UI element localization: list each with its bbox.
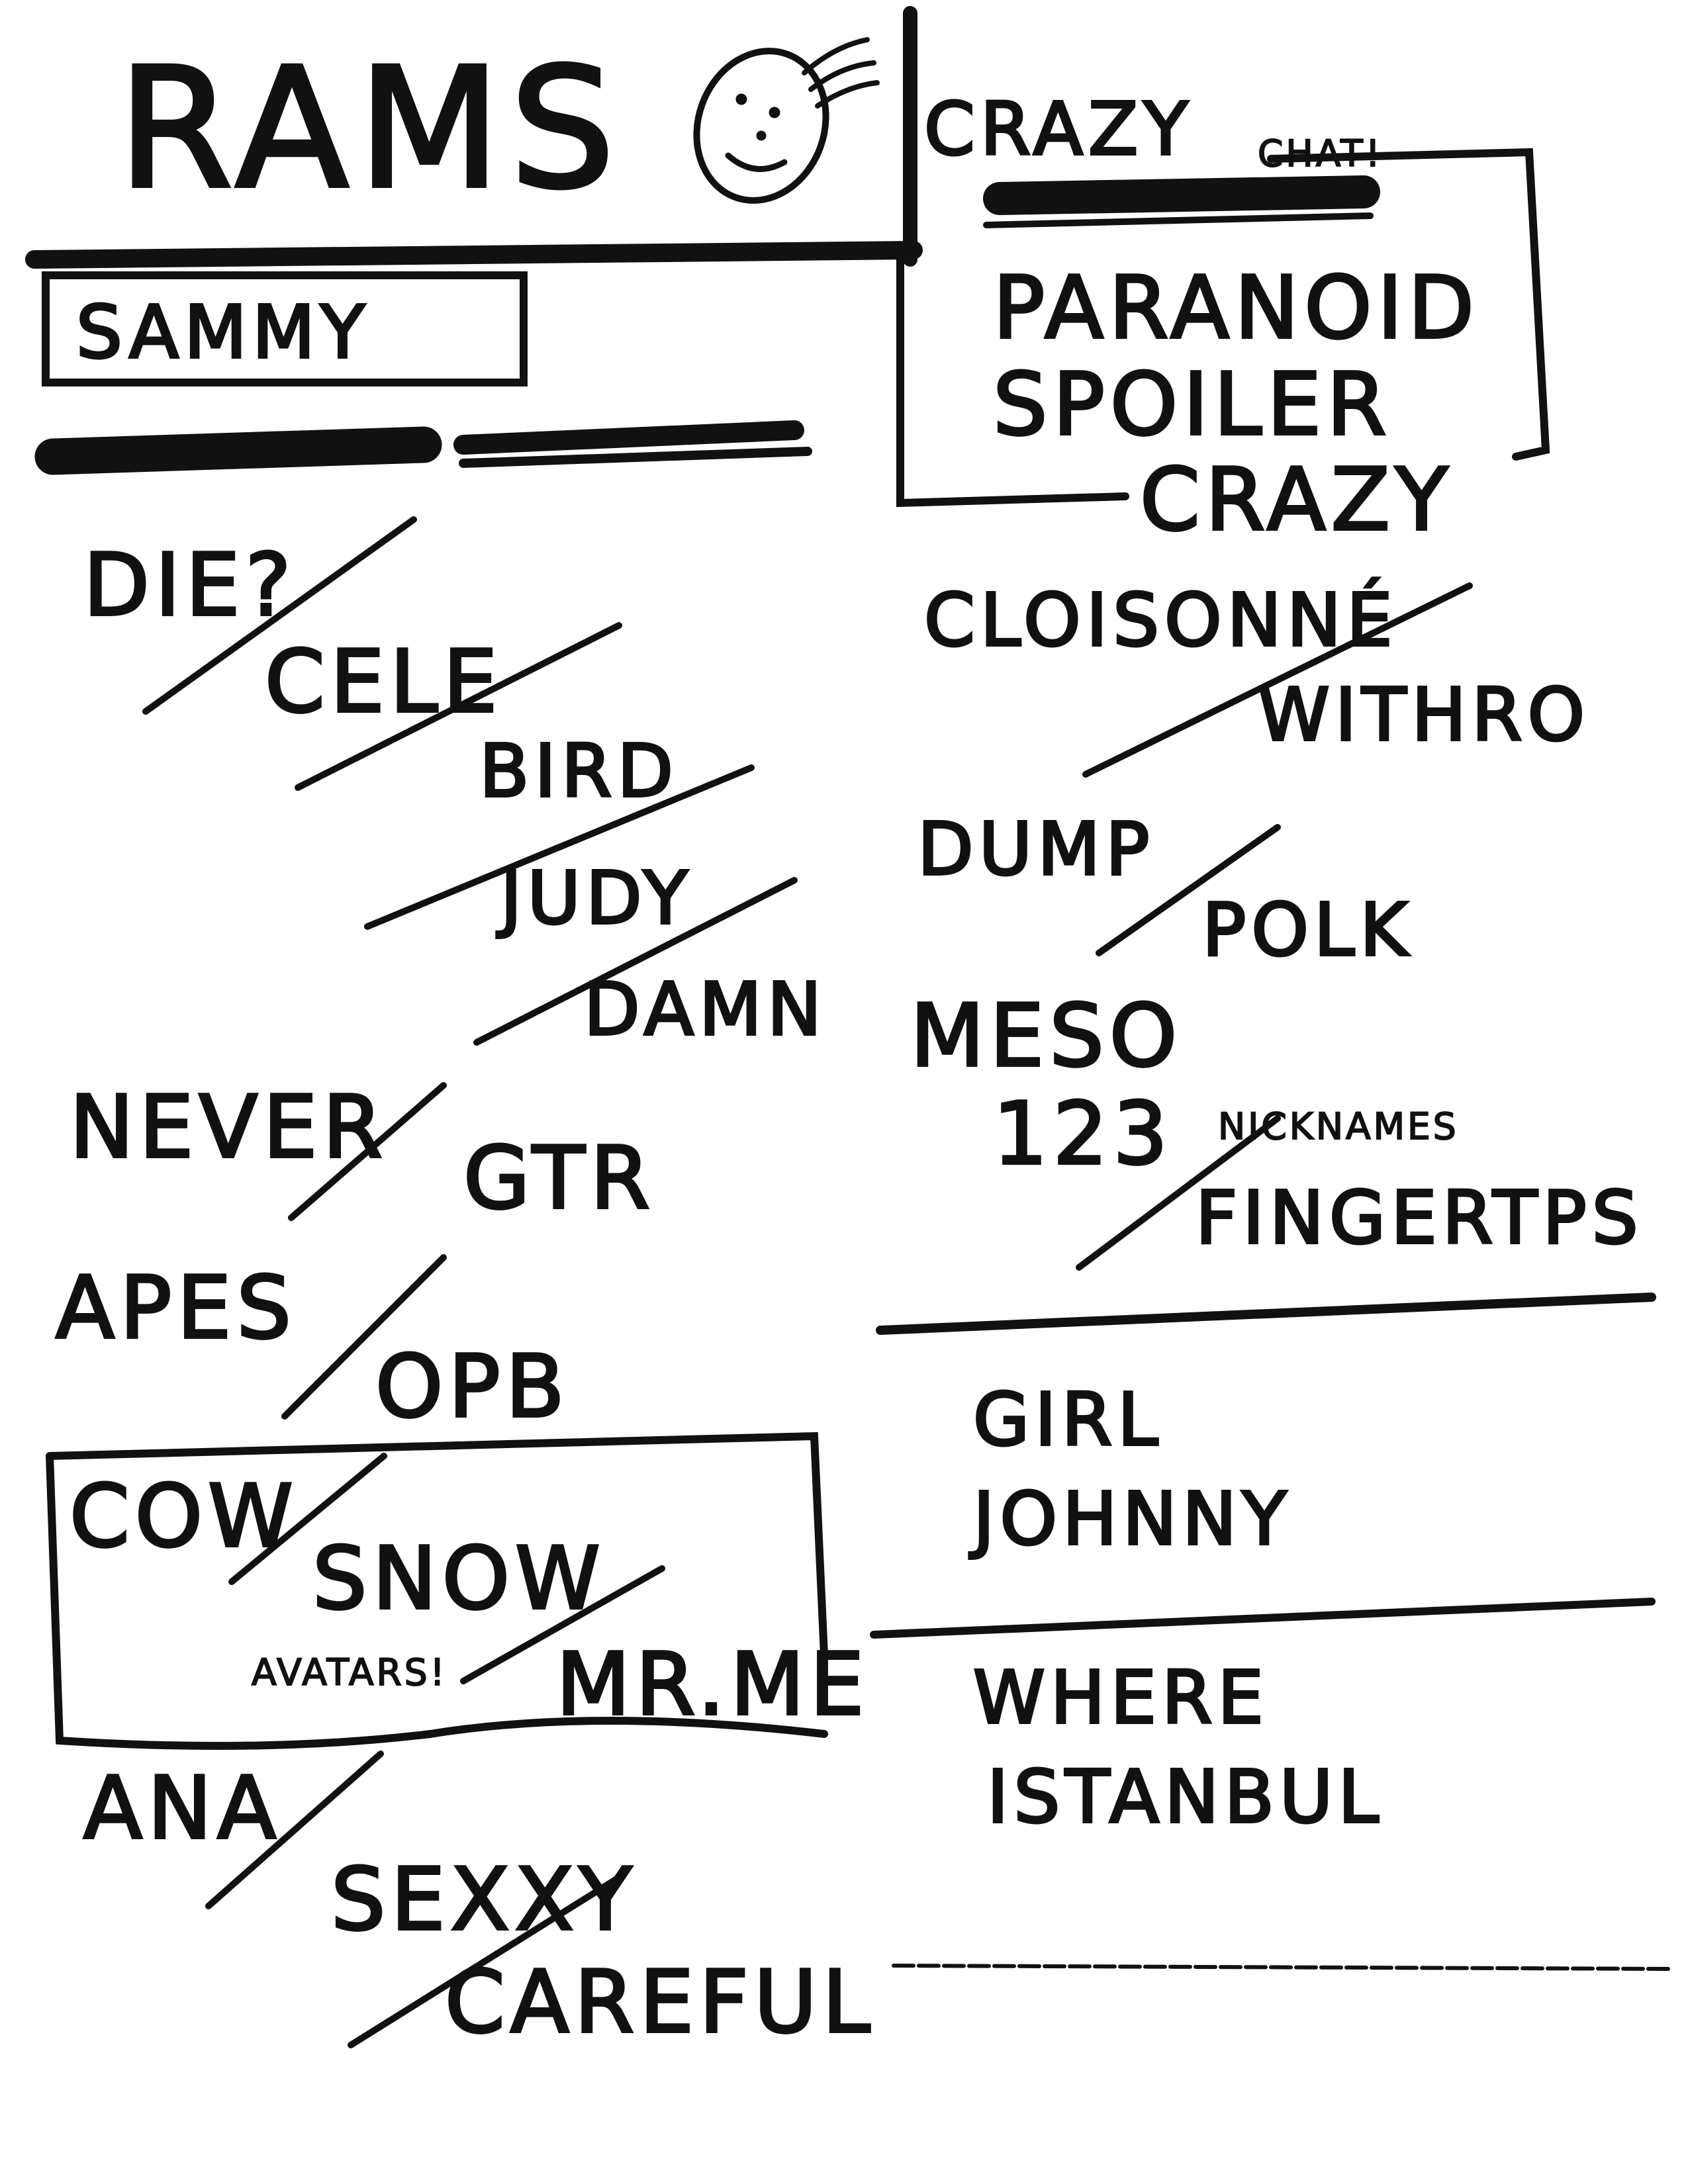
username-label: SAMMY (75, 290, 371, 375)
list-item[interactable]: JOHNNY (972, 1477, 1292, 1561)
chat-title: CRAZY (923, 87, 1194, 171)
list-item[interactable]: 123 (992, 1083, 1174, 1184)
list-item[interactable]: SEXXY (330, 1849, 637, 1950)
list-item[interactable]: WITHRO (1256, 672, 1591, 757)
chat-box-outline (896, 148, 1550, 508)
section-divider (876, 1293, 1656, 1335)
list-item[interactable]: JUDY (499, 856, 693, 940)
login-box[interactable]: SAMMY (42, 271, 528, 387)
header-divider (25, 241, 923, 269)
section-divider (870, 1598, 1656, 1639)
nicknames-note: NICKNAMES (1217, 1105, 1459, 1148)
list-item[interactable]: CLOISONNÉ (923, 578, 1398, 662)
app-title: RAMS (116, 32, 624, 225)
list-item[interactable]: ISTANBUL (986, 1754, 1384, 1839)
list-item[interactable]: DUMP (916, 807, 1155, 891)
list-item[interactable]: FINGERTPS (1194, 1175, 1644, 1260)
avatar-item[interactable]: SNOW (311, 1528, 606, 1629)
list-item[interactable]: POLK (1201, 887, 1413, 972)
list-item[interactable]: CAREFUL (444, 1952, 876, 2052)
list-item[interactable]: NEVER (68, 1077, 388, 1177)
list-item[interactable]: DIE? (82, 535, 297, 635)
list-item[interactable]: GIRL (972, 1377, 1164, 1462)
avatars-note: AVATARS! (251, 1651, 447, 1694)
avatar-item[interactable]: MR.ME (555, 1634, 870, 1735)
divider-slashes (142, 516, 1473, 2048)
list-item[interactable]: APES (54, 1257, 297, 1358)
list-item[interactable]: ANA (82, 1758, 282, 1858)
chat-note: CHAT! (1257, 132, 1383, 175)
list-item[interactable]: MESO (909, 985, 1183, 1086)
face-icon (693, 37, 880, 204)
list-item[interactable]: CELE (263, 631, 503, 732)
list-item[interactable]: WHERE (972, 1655, 1269, 1740)
chat-item[interactable]: CRAZY (1139, 449, 1454, 550)
section-divider (892, 1964, 1670, 1971)
chat-item[interactable]: SPOILER (992, 354, 1392, 455)
chat-item[interactable]: PARANOID (992, 257, 1480, 358)
list-item[interactable]: DAMN (583, 967, 827, 1052)
list-item[interactable]: OPB (374, 1336, 570, 1437)
list-item[interactable]: GTR (462, 1128, 655, 1228)
avatar-item[interactable]: COW (68, 1466, 299, 1567)
crossed-out-text (34, 175, 1380, 475)
avatars-box-outline (46, 1432, 828, 1750)
list-item[interactable]: BIRD (478, 729, 679, 813)
